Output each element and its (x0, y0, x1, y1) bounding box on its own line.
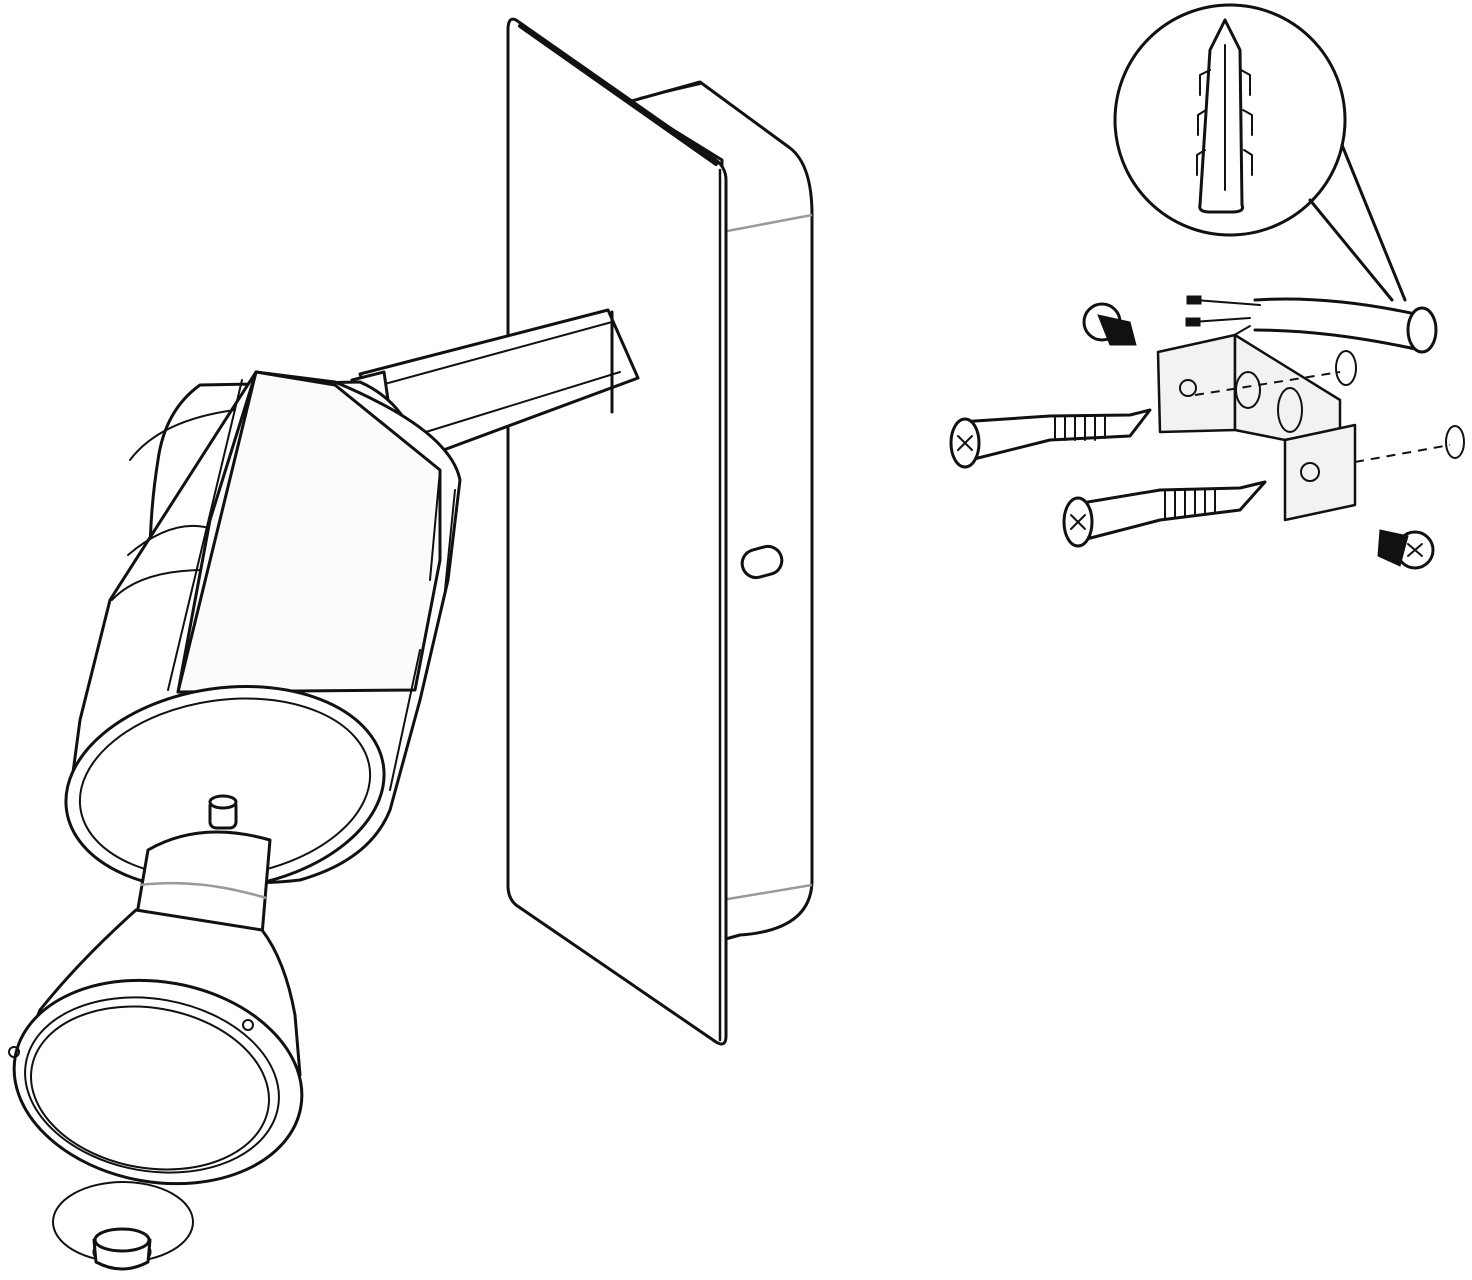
wall-plug-detail (1113, 3, 1407, 302)
spot-head (64, 370, 462, 891)
wall-plate (506, 17, 814, 1046)
lamp (8, 794, 304, 1186)
bulb-detail (52, 1181, 194, 1271)
wood-screws (949, 408, 1267, 548)
machine-screws (1082, 302, 1435, 570)
mounting-bracket (1156, 333, 1465, 522)
